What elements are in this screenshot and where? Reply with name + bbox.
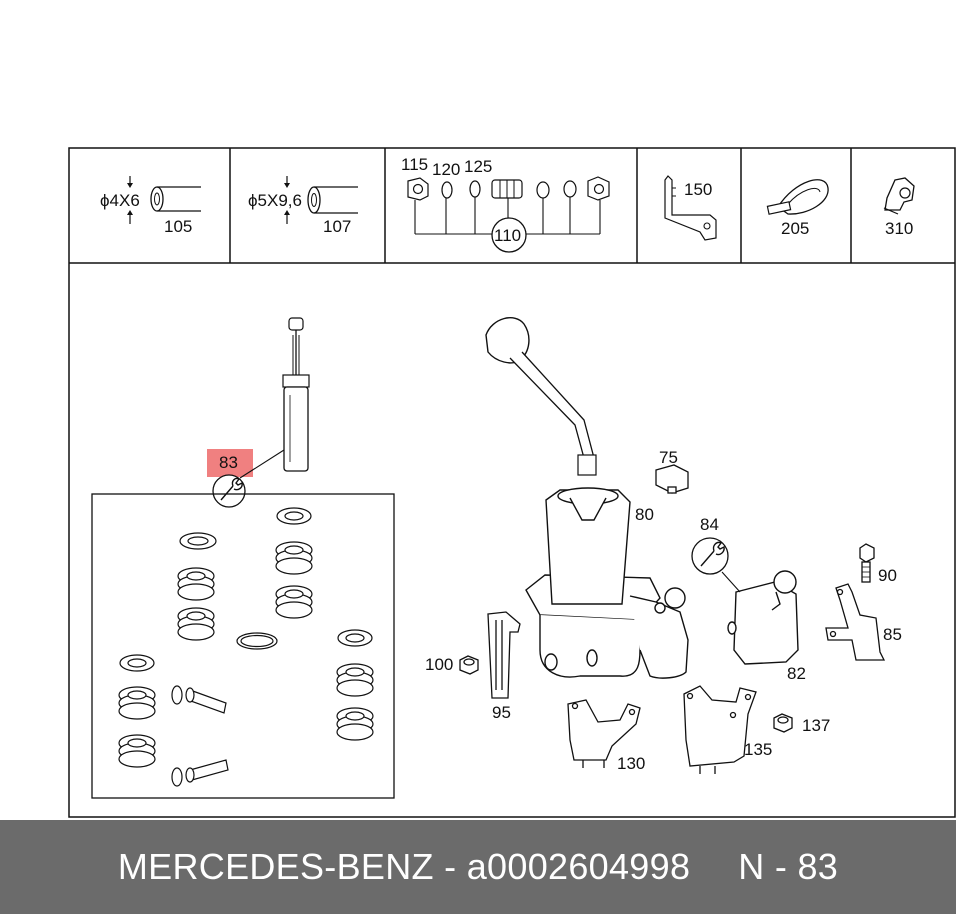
nut-115-icon — [407, 177, 429, 201]
part-number: a0002604998 — [466, 846, 691, 887]
part-info-footer: MERCEDES-BENZ - a0002604998 N - 83 — [0, 820, 956, 914]
callout-90-number[interactable]: 90 — [878, 566, 897, 585]
bracket-85[interactable] — [825, 583, 886, 661]
connector-icon — [491, 179, 523, 199]
shift-housing[interactable] — [525, 487, 689, 679]
part-105-dimension: ϕ4X6 — [100, 191, 140, 210]
wrench-icon — [212, 474, 246, 508]
brand-name: MERCEDES-BENZ — [117, 846, 434, 887]
part-107-number: 107 — [323, 217, 351, 236]
diagram-frame — [68, 147, 956, 818]
part-205-clip[interactable]: 205 — [766, 179, 829, 238]
seal-kit-parts — [118, 507, 374, 787]
sleeve-icon — [563, 180, 577, 198]
callout-83-highlight — [207, 449, 253, 477]
part-110-number: 110 — [494, 226, 521, 245]
nut-100[interactable] — [459, 655, 479, 675]
callout-130-number[interactable]: 130 — [617, 754, 645, 773]
bracket-135[interactable] — [683, 685, 757, 774]
plate-95[interactable] — [487, 611, 521, 699]
nut-icon — [587, 176, 610, 201]
part-115-number: 115 — [401, 155, 428, 174]
bracket-130[interactable] — [567, 699, 641, 768]
callout-135-number[interactable]: 135 — [744, 740, 772, 759]
callout-100-number[interactable]: 100 — [425, 655, 453, 674]
seal-kit-box[interactable] — [91, 493, 395, 799]
nut-137[interactable] — [773, 713, 793, 733]
parts-diagram: ϕ4X6 105 ϕ5X9,6 107 115 120 125 — [68, 147, 956, 818]
part-107-hose[interactable]: ϕ5X9,6 107 — [248, 176, 358, 236]
part-107-dimension: ϕ5X9,6 — [248, 191, 302, 210]
part-310-clamp[interactable]: 310 — [883, 177, 915, 238]
part-105-number: 105 — [164, 217, 192, 236]
callout-82-number[interactable]: 82 — [787, 664, 806, 683]
callout-80-number[interactable]: 80 — [635, 505, 654, 524]
callout-75-number[interactable]: 75 — [659, 448, 678, 467]
part-150-bracket[interactable]: 150 — [664, 175, 717, 241]
gear-lever[interactable] — [485, 317, 597, 476]
part-310-number: 310 — [885, 219, 913, 238]
piston-tool[interactable] — [282, 317, 310, 472]
part-205-number: 205 — [781, 219, 809, 238]
callout-137-number[interactable]: 137 — [802, 716, 830, 735]
wrench-icon — [691, 537, 741, 593]
part-125-number: 125 — [464, 157, 492, 176]
part-150-number: 150 — [684, 180, 712, 199]
part-75[interactable] — [655, 464, 689, 494]
shift-cover-82[interactable] — [727, 570, 799, 665]
callout-84-number[interactable]: 84 — [700, 515, 719, 534]
sleeve-icon — [536, 181, 550, 199]
part-110-callout-circle — [491, 217, 527, 253]
sleeve-125-icon — [469, 180, 481, 198]
callout-85-number[interactable]: 85 — [883, 625, 902, 644]
callout-95-number[interactable]: 95 — [492, 703, 511, 722]
reference-code: N - 83 — [738, 846, 839, 887]
part-110-leader-lines — [414, 197, 601, 235]
callout-83-number[interactable]: 83 — [219, 453, 238, 472]
footer-separator: - — [444, 846, 457, 887]
part-105-hose[interactable]: ϕ4X6 105 — [100, 176, 201, 236]
bolt-90[interactable] — [859, 543, 875, 583]
sleeve-120-icon — [441, 181, 453, 199]
part-110-fittings-set[interactable]: 115 120 125 — [401, 155, 610, 253]
part-120-number: 120 — [432, 160, 460, 179]
callout-83-leader — [239, 449, 285, 479]
